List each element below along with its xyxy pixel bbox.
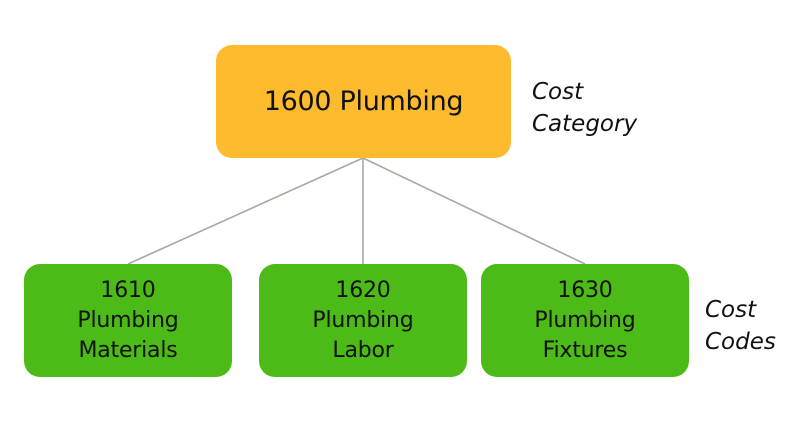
child-node-name-line-1: Plumbing: [77, 307, 179, 333]
cost-codes-label: Cost Codes: [705, 294, 776, 358]
cost-category-label-line-2: Category: [532, 111, 638, 137]
child-node-name-line-2: Labor: [332, 337, 394, 363]
child-node-1610: 1610 Plumbing Materials: [24, 264, 232, 377]
cost-codes-label-line-1: Cost: [705, 297, 757, 323]
cost-category-label-line-1: Cost: [532, 79, 584, 105]
child-node-code: 1610: [100, 277, 156, 303]
child-node-name-line-2: Materials: [78, 337, 178, 363]
child-node-1630: 1630 Plumbing Fixtures: [481, 264, 689, 377]
cost-codes-label-line-2: Codes: [705, 329, 776, 355]
child-node-name-line-2: Fixtures: [542, 337, 628, 363]
cost-category-label: Cost Category: [532, 76, 637, 140]
child-node-name-line-1: Plumbing: [534, 307, 636, 333]
parent-node-1600-plumbing: 1600 Plumbing: [216, 45, 511, 158]
connector-1610: [127, 157, 364, 265]
child-node-code: 1630: [557, 277, 613, 303]
child-node-name-line-1: Plumbing: [312, 307, 414, 333]
connector-1630: [362, 157, 586, 265]
parent-node-label: 1600 Plumbing: [263, 86, 464, 117]
child-node-1620: 1620 Plumbing Labor: [259, 264, 467, 377]
child-node-code: 1620: [335, 277, 391, 303]
